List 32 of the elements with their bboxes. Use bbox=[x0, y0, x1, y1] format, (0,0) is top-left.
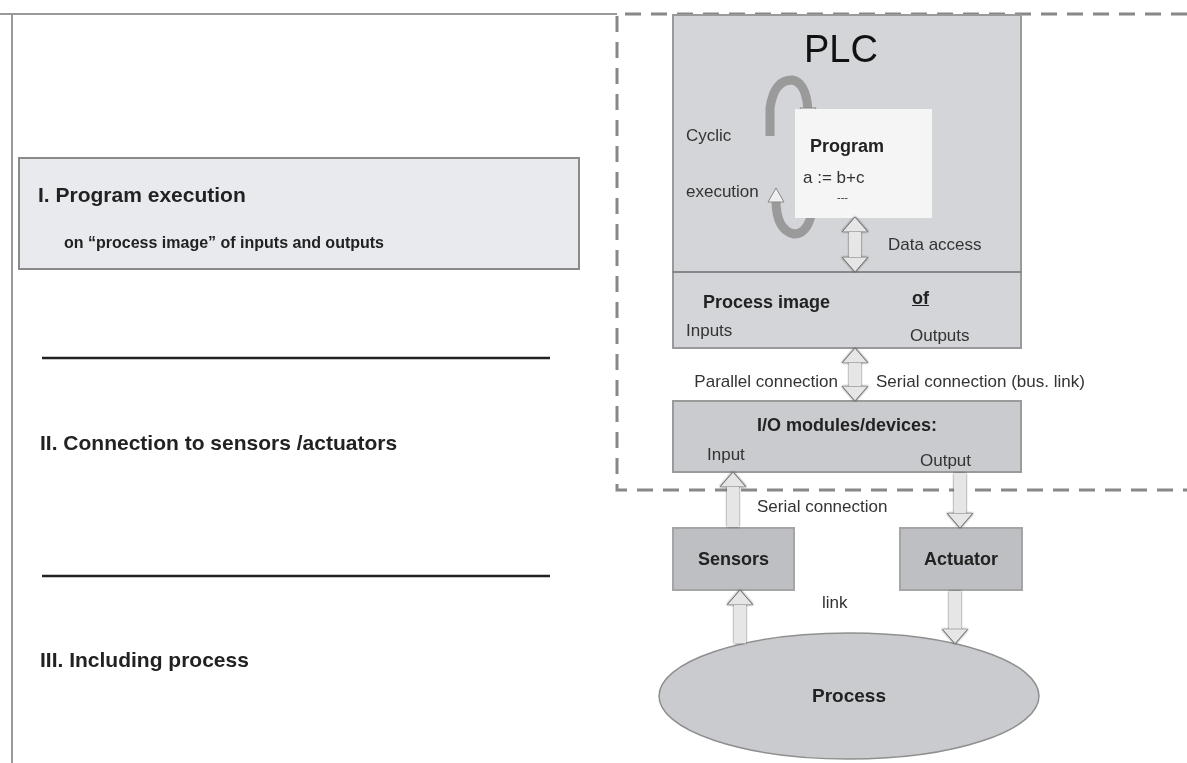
actuator-box bbox=[899, 527, 1023, 591]
block-arrow bbox=[946, 473, 974, 529]
program-code: a := b+c bbox=[803, 167, 865, 189]
process-label: Process bbox=[811, 683, 887, 708]
block-arrow bbox=[726, 589, 754, 644]
program-box bbox=[795, 109, 932, 218]
block-arrow bbox=[719, 471, 747, 527]
process-ellipse bbox=[658, 632, 1040, 760]
io-title: I/O modules/devices: bbox=[755, 414, 939, 437]
io-modules-box bbox=[672, 400, 1022, 473]
section-box bbox=[18, 157, 580, 270]
section-heading: II. Connection to sensors /actuators bbox=[40, 430, 398, 456]
plc-box bbox=[672, 14, 1022, 349]
plc-title: PLC bbox=[804, 30, 878, 68]
block-arrow bbox=[841, 347, 869, 402]
block-arrow bbox=[841, 216, 869, 273]
outputs-label: Outputs bbox=[910, 325, 970, 347]
inputs-label: Inputs bbox=[686, 320, 733, 342]
program-title: Program bbox=[810, 135, 885, 158]
output-label: Output bbox=[920, 450, 972, 472]
section-description: on “process image” of inputs and outputs bbox=[64, 233, 384, 253]
program-ellipsis: --- bbox=[837, 190, 848, 205]
block-arrow bbox=[941, 591, 969, 645]
section-heading: III. Including process bbox=[40, 647, 249, 673]
section-heading: I. Program execution bbox=[38, 182, 246, 208]
cycle-label: Cyclic execution bbox=[686, 125, 760, 203]
sensors-label: Sensors bbox=[696, 547, 770, 571]
sensors-box bbox=[672, 527, 795, 591]
actuator-label: Actuator bbox=[923, 547, 999, 571]
of-label: of bbox=[912, 287, 929, 310]
input-label: Input bbox=[707, 444, 745, 466]
process-image-title: Process image bbox=[703, 291, 831, 314]
